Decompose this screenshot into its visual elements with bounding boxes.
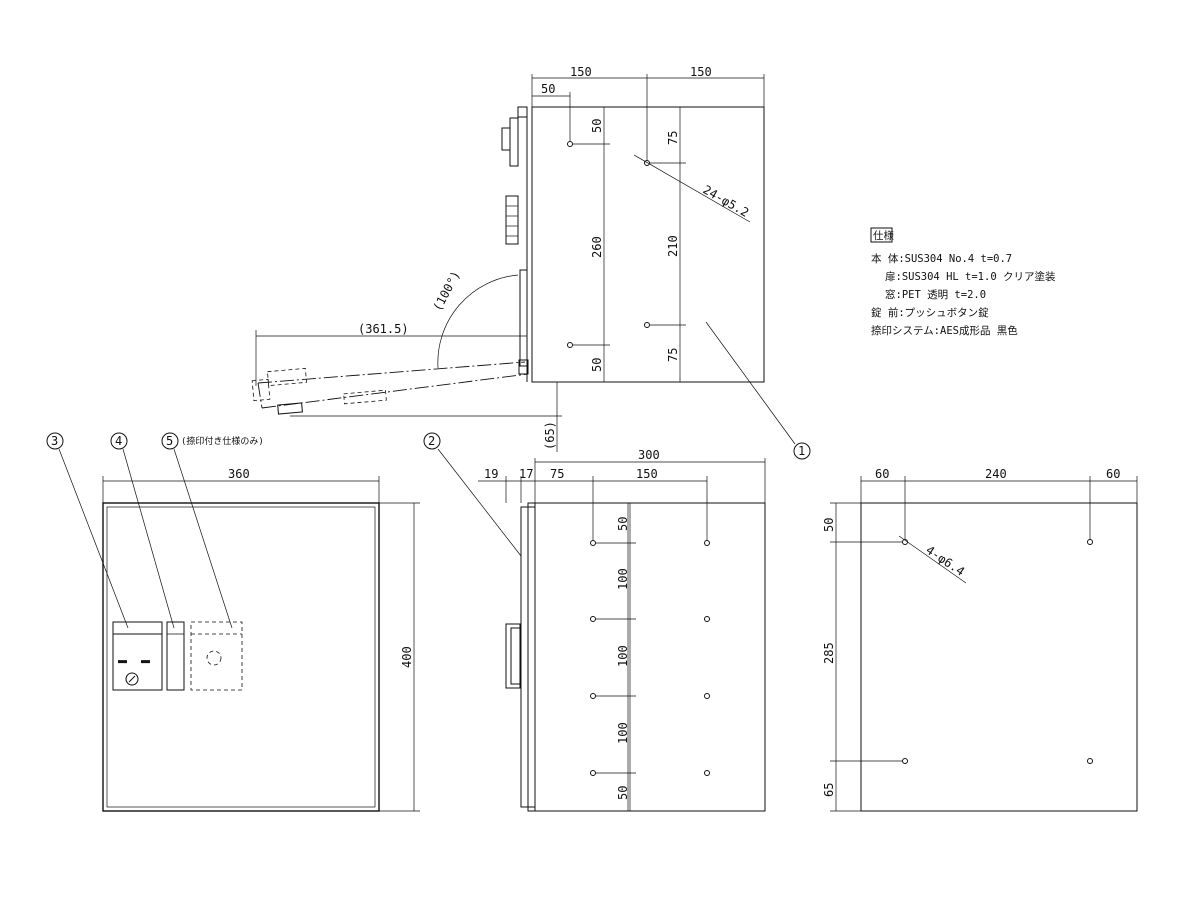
balloon-4 [110, 432, 128, 450]
dim-top-v-50-a: 50 [590, 119, 604, 133]
dim-top-v-210: 210 [666, 235, 680, 257]
dim-top-v-50-b: 50 [590, 358, 604, 372]
door-angle-arc [437, 274, 519, 369]
mount-hole [1087, 758, 1093, 764]
top-view-body [531, 106, 765, 383]
mount-hole [567, 141, 573, 147]
balloon-5-label: 5 [166, 434, 173, 448]
dim-top-v-75-a: 75 [666, 131, 680, 145]
balloon-1 [793, 442, 811, 460]
mount-hole [590, 616, 596, 622]
dim-back-240: 240 [985, 467, 1007, 481]
dim-side-v-100-b: 100 [616, 645, 630, 667]
front-door [102, 502, 380, 812]
mount-hole [1087, 539, 1093, 545]
stamp-unit [190, 621, 243, 691]
hinge-fitting-top [509, 117, 519, 167]
mount-hole [590, 770, 596, 776]
balloon-3 [46, 432, 64, 450]
back-view-body [860, 502, 1138, 812]
balloon-1-label: 1 [798, 444, 805, 458]
dim-back-60-left: 60 [875, 467, 889, 481]
window [166, 621, 185, 691]
back-view: 60 240 60 50 285 65 4-φ6.4 [822, 467, 1138, 812]
opened-door [251, 359, 529, 415]
side-view-body [534, 502, 766, 812]
svg-text:■■■: ■■■ [118, 659, 127, 665]
spec-row: 捺印システム:AES成形品 黒色 [871, 324, 1018, 337]
dim-side-v-100-a: 100 [616, 568, 630, 590]
hinge-fitting-mid [505, 195, 519, 245]
side-handle [505, 623, 521, 689]
mount-hole [704, 693, 710, 699]
balloon-4-label: 4 [115, 434, 122, 448]
dim-back-v-50: 50 [822, 518, 836, 532]
dim-back-60-right: 60 [1106, 467, 1120, 481]
side-view: 300 19 17 75 150 50 100 100 100 50 2 [423, 432, 766, 812]
dim-back-v-285: 285 [822, 642, 836, 664]
spec-row: 窓:PET 透明 t=2.0 [885, 288, 986, 301]
spec-heading-box [870, 227, 893, 243]
dim-side-19: 19 [484, 467, 498, 481]
mount-hole [704, 770, 710, 776]
mount-hole [644, 160, 650, 166]
top-view: 150 150 50 50 260 50 75 210 75 24-φ5.2 1 [251, 65, 811, 460]
balloon-2-label: 2 [428, 434, 435, 448]
spec-row: 扉:SUS304 HL t=1.0 クリア塗装 [885, 270, 1056, 283]
balloon-5-note: (捺印付き仕様のみ) [181, 435, 264, 447]
dim-side-300: 300 [638, 448, 660, 462]
mount-hole [902, 758, 908, 764]
dim-top-150-left: 150 [570, 65, 592, 79]
dim-door-offset: (65) [543, 421, 557, 450]
spec-heading: 仕様 [873, 229, 894, 242]
mount-hole [567, 342, 573, 348]
balloon-5 [161, 432, 179, 450]
balloon-2 [423, 432, 441, 450]
dim-top-v-75-b: 75 [666, 348, 680, 362]
mount-hole [590, 693, 596, 699]
dim-side-v-50-b: 50 [616, 786, 630, 800]
spec-block: 仕様 本 体:SUS304 No.4 t=0.7 扉:SUS304 HL t=1… [870, 227, 1056, 337]
balloon-3-label: 3 [51, 434, 58, 448]
dim-top-50: 50 [541, 82, 555, 96]
spec-row: 錠 前:プッシュボタン錠 [871, 306, 989, 319]
mount-hole [704, 616, 710, 622]
dim-front-height: 400 [400, 646, 414, 668]
spec-row: 本 体:SUS304 No.4 t=0.7 [871, 252, 1012, 265]
dim-back-v-65: 65 [822, 783, 836, 797]
key-cylinder [125, 672, 139, 686]
mount-hole [644, 322, 650, 328]
dim-top-v-260: 260 [590, 236, 604, 258]
dim-side-17: 17 [519, 467, 533, 481]
hole-note-24: 24-φ5.2 [701, 182, 752, 219]
svg-text:■■■: ■■■ [141, 659, 150, 665]
hole-note-4: 4-φ6.4 [923, 543, 967, 579]
dim-front-width: 360 [228, 467, 250, 481]
dim-side-v-50-a: 50 [616, 517, 630, 531]
front-view: 360 400 ■■■ ■■■ 3 4 5 (捺印付き仕様のみ) [46, 432, 420, 812]
dim-side-v-100-c: 100 [616, 722, 630, 744]
dim-top-150-right: 150 [690, 65, 712, 79]
dim-side-150: 150 [636, 467, 658, 481]
dim-door-length: (361.5) [358, 322, 409, 336]
mount-hole [590, 540, 596, 546]
mount-hole [704, 540, 710, 546]
dim-side-75: 75 [550, 467, 564, 481]
